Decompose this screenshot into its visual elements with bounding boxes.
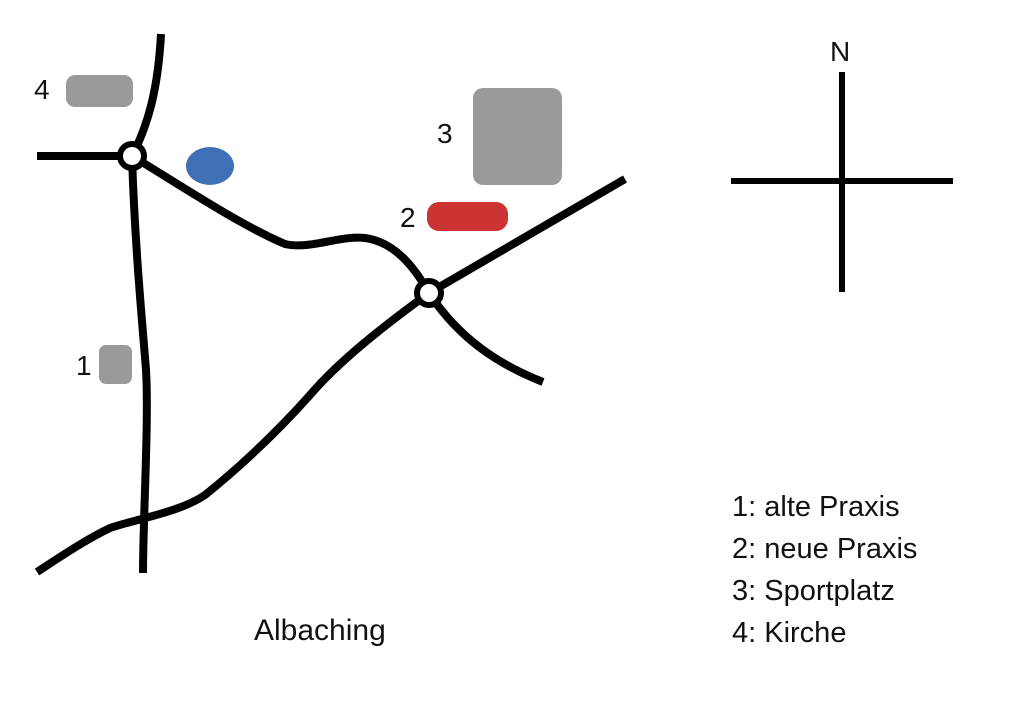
compass-rose-icon <box>731 72 953 292</box>
town-name-label: Albaching <box>254 614 386 647</box>
marker-3-sportplatz <box>473 88 562 185</box>
marker-2-label: 2 <box>400 202 416 233</box>
road-east <box>426 175 628 297</box>
compass-north-label: N <box>830 36 851 67</box>
road-north-south <box>128 155 151 574</box>
marker-2-neue-praxis <box>427 202 508 231</box>
marker-1-alte-praxis <box>99 345 132 384</box>
junction-northwest <box>117 141 147 171</box>
junction-center <box>414 278 444 308</box>
legend-item-kirche: 4: Kirche <box>732 617 847 649</box>
blue-location-marker <box>186 147 234 185</box>
marker-1-label: 1 <box>76 350 92 381</box>
legend-item-alte-praxis: 1: alte Praxis <box>732 491 900 523</box>
road-north <box>128 33 165 158</box>
road-center-curve <box>129 152 433 295</box>
road-southeast <box>425 290 545 386</box>
road-southwest <box>34 289 432 576</box>
map-legend: 1: alte Praxis 2: neue Praxis 3: Sportpl… <box>732 486 917 654</box>
marker-4-label: 4 <box>34 74 50 105</box>
legend-item-sportplatz: 3: Sportplatz <box>732 575 895 607</box>
legend-item-neue-praxis: 2: neue Praxis <box>732 533 918 565</box>
marker-4-kirche <box>66 75 133 107</box>
marker-3-label: 3 <box>437 118 453 149</box>
